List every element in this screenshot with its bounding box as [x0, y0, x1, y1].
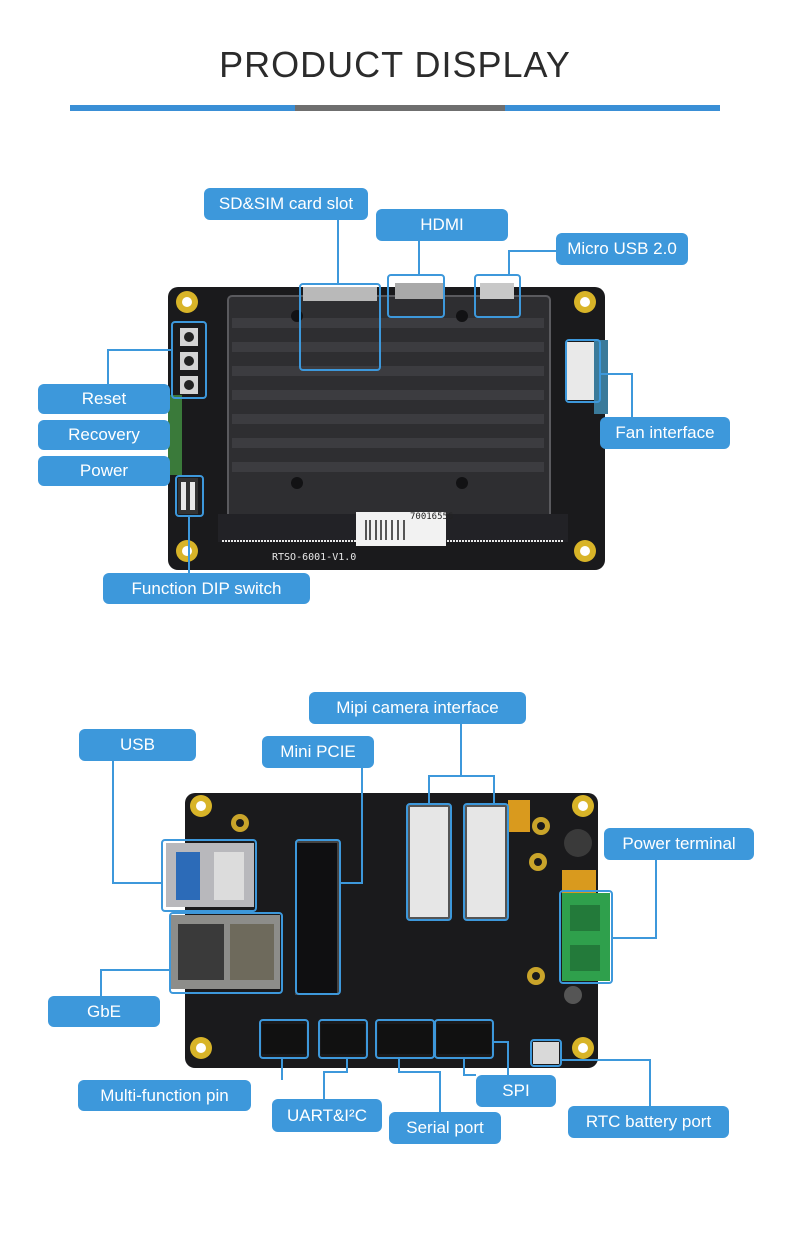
board-sticker-number: 70016556 [410, 512, 454, 522]
label-micro-usb: Micro USB 2.0 [556, 233, 688, 265]
label-multi-function-pin: Multi-function pin [78, 1080, 251, 1111]
label-gbe: GbE [48, 996, 160, 1027]
label-mipi-camera-interface: Mipi camera interface [309, 692, 526, 724]
page-title: PRODUCT DISPLAY [219, 44, 571, 85]
label-fan-interface: Fan interface [600, 417, 730, 449]
label-function-dip-switch: Function DIP switch [103, 573, 310, 604]
label-reset: Reset [38, 384, 170, 414]
board-silkscreen: RTSO-6001-V1.0 [272, 552, 357, 563]
label-rtc-battery-port: RTC battery port [568, 1106, 729, 1138]
title-underline-right [505, 105, 720, 111]
title-underline-middle [295, 105, 505, 111]
title-underline-left [70, 105, 295, 111]
label-mini-pcie: Mini PCIE [262, 736, 374, 768]
label-spi: SPI [476, 1075, 556, 1107]
label-uart-i2c: UART&I²C [272, 1099, 382, 1132]
label-hdmi: HDMI [376, 209, 508, 241]
label-serial-port: Serial port [389, 1112, 501, 1144]
label-power: Power [38, 456, 170, 486]
label-power-terminal: Power terminal [604, 828, 754, 860]
label-recovery: Recovery [38, 420, 170, 450]
label-sd-sim-card-slot: SD&SIM card slot [204, 188, 368, 220]
label-usb: USB [79, 729, 196, 761]
